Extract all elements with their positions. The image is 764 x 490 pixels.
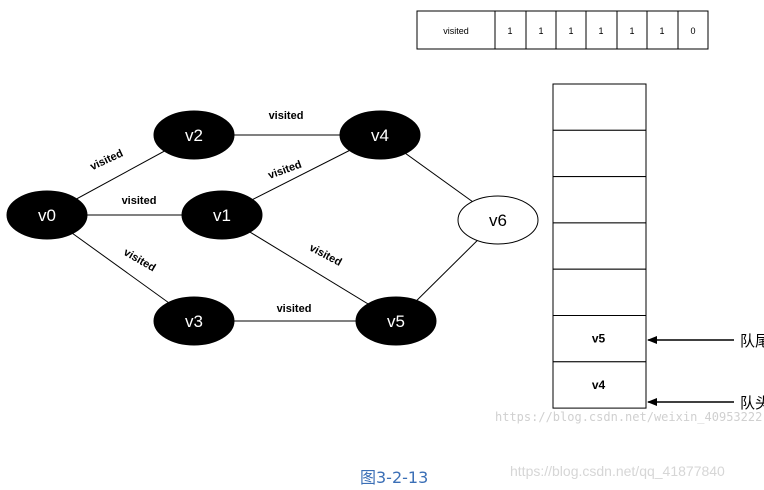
bottom-watermark: https://blog.csdn.net/qq_41877840: [510, 463, 725, 479]
edge-label-v0-v2: visited: [88, 147, 125, 173]
visited-array-value: 1: [538, 26, 543, 36]
node-v0: v0: [6, 190, 88, 240]
tail-pointer-label: 队尾: [740, 332, 764, 350]
inline-watermark: https://blog.csdn.net/weixin_40953222: [495, 410, 763, 424]
visited-array-cell: [646, 10, 679, 50]
visited-array-value: 1: [659, 26, 664, 36]
visited-array-value: 1: [629, 26, 634, 36]
head-pointer-label: 队头: [740, 394, 764, 412]
edge-label-v1-v4: visited: [267, 159, 304, 182]
node-v5: v5: [355, 296, 437, 346]
edge-label-v0-v1: visited: [122, 195, 157, 207]
visited-array-value: 1: [598, 26, 603, 36]
edge-v1-v5: [221, 214, 397, 322]
visited-array-cell: [616, 10, 649, 50]
visited-array-value: 1: [507, 26, 512, 36]
visited-array: visited 1 1 1 1 1 1 0: [416, 10, 709, 50]
node-shape: [153, 110, 235, 160]
node-label: v5: [387, 312, 405, 331]
node-shape: [6, 190, 88, 240]
edge-label-v0-v3: visited: [121, 246, 157, 274]
node-label: v0: [38, 206, 56, 225]
node-label: v6: [489, 211, 507, 230]
node-v4: v4: [339, 110, 421, 160]
queue-cell-value: v5: [592, 332, 606, 346]
node-v6: v6: [457, 195, 539, 245]
visited-array-value: 0: [690, 26, 695, 36]
visited-array-cell: [585, 10, 618, 50]
node-label: v4: [371, 126, 389, 145]
queue-cell: [552, 83, 647, 131]
queue: v5 v4: [552, 83, 647, 409]
node-label: v1: [213, 206, 231, 225]
node-v3: v3: [153, 296, 235, 346]
queue-pointers: 队尾 队头: [647, 332, 764, 412]
queue-cell: [552, 176, 647, 224]
graph-nodes: v0 v1 v2 v3 v4 v5 v6: [6, 110, 539, 346]
queue-cell: [552, 222, 647, 270]
node-shape: [457, 195, 539, 245]
node-shape: [355, 296, 437, 346]
visited-array-value: 1: [568, 26, 573, 36]
queue-cell: [552, 129, 647, 178]
node-v2: v2: [153, 110, 235, 160]
node-label: v2: [185, 126, 203, 145]
queue-cell: [552, 315, 647, 363]
node-shape: [153, 296, 235, 346]
visited-array-header: visited: [443, 26, 469, 36]
queue-cell: [552, 361, 647, 409]
node-v1: v1: [181, 190, 263, 240]
queue-cell-value: v4: [592, 378, 606, 392]
queue-cell: [552, 268, 647, 317]
edge-label-v3-v5: visited: [277, 303, 312, 315]
edge-label-v2-v4: visited: [269, 110, 304, 122]
edge-label-v1-v5: visited: [307, 242, 343, 269]
node-label: v3: [185, 312, 203, 331]
visited-array-cell: [677, 10, 709, 50]
node-shape: [181, 190, 263, 240]
figure-caption: 图3-2-13: [360, 468, 429, 487]
visited-array-header-cell: [416, 10, 496, 50]
node-shape: [339, 110, 421, 160]
visited-array-cell: [494, 10, 527, 50]
